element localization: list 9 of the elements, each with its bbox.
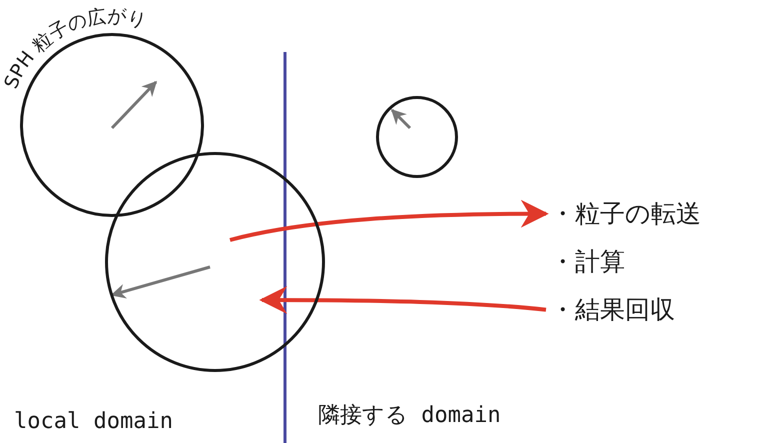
particle-circle bbox=[376, 96, 458, 178]
list-item: ・結果回収 bbox=[550, 296, 675, 324]
particle-circle bbox=[105, 152, 325, 372]
domain-label: local domain bbox=[14, 410, 173, 434]
list-item: ・粒子の転送 bbox=[550, 200, 701, 228]
arrow bbox=[230, 200, 549, 242]
domain-label: 隣接する domain bbox=[318, 404, 501, 428]
arrow bbox=[259, 286, 546, 314]
list-item: ・計算 bbox=[550, 248, 625, 276]
